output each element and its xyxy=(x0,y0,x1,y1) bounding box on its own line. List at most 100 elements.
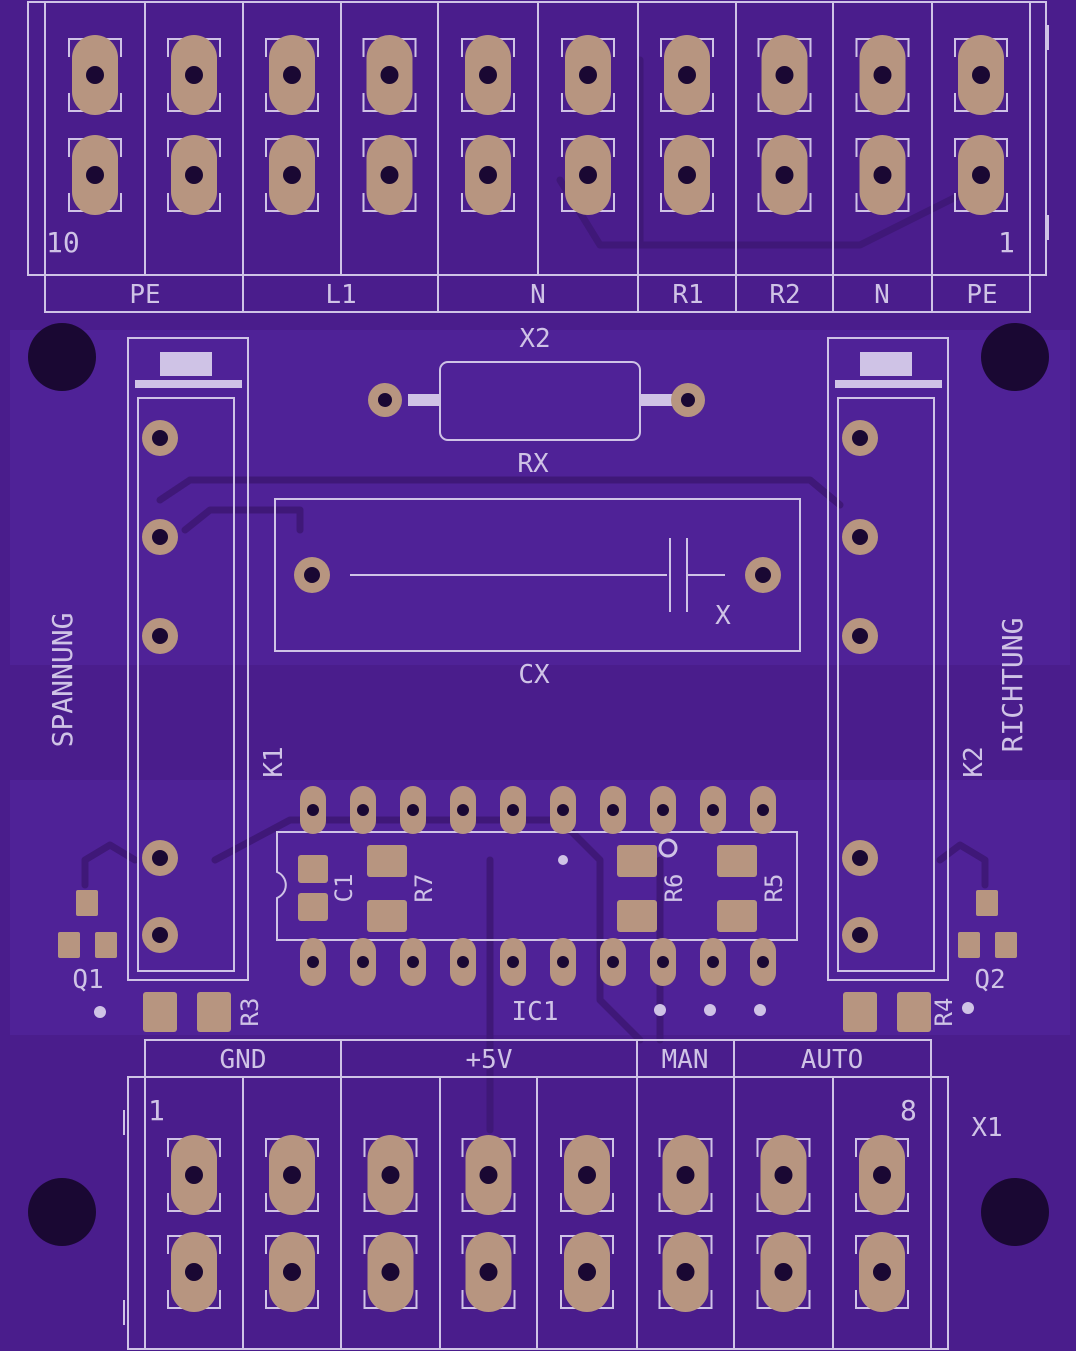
ic1-pin xyxy=(450,786,476,834)
r7-resistor: R7 xyxy=(367,845,438,932)
x2-pad-top xyxy=(461,35,515,115)
x1-pad-bottom xyxy=(855,1232,909,1312)
cx-mark: X xyxy=(715,601,731,631)
ic1-pin xyxy=(500,786,526,834)
rx-resistor: RX xyxy=(368,361,705,479)
x2-pad-top xyxy=(855,35,910,115)
ic1-pin xyxy=(700,938,726,986)
q1-label: Q1 xyxy=(72,965,103,995)
mounting-hole-bottom-left xyxy=(28,1178,96,1246)
x2-group-label-pe-right: PE xyxy=(966,280,997,310)
x1-pin-first: 1 xyxy=(148,1094,165,1127)
x2-dividers xyxy=(44,2,1031,275)
x1-pad-top xyxy=(265,1135,319,1215)
x1-pad-top xyxy=(167,1135,221,1215)
side-label-spannung: SPANNUNG xyxy=(46,613,79,748)
ic1-pin xyxy=(750,786,776,834)
x2-group-label-pe-left: PE xyxy=(129,280,160,310)
c1-capacitor: C1 xyxy=(298,855,358,921)
x2-group-label-n-right: N xyxy=(874,280,890,310)
q2-label: Q2 xyxy=(974,965,1005,995)
x1-pad-top xyxy=(658,1135,713,1215)
x1-group-label-man: MAN xyxy=(662,1045,709,1075)
vias xyxy=(654,1004,766,1016)
x1-pad-bottom xyxy=(363,1232,418,1312)
x2-pad-top xyxy=(660,35,714,115)
ic1-pin xyxy=(750,938,776,986)
r3-resistor: R3 xyxy=(143,992,264,1032)
x2-pad-top xyxy=(362,35,417,115)
x2-pad-bottom xyxy=(561,135,615,215)
r7-label: R7 xyxy=(410,874,438,903)
q2-transistor: Q2 xyxy=(958,890,1017,1014)
c1-label: C1 xyxy=(330,874,358,903)
rx-label: RX xyxy=(517,449,549,479)
r6-resistor: R6 xyxy=(617,838,688,932)
x1-pad-top xyxy=(756,1135,811,1215)
ic1-pin xyxy=(350,938,376,986)
k2-relay: K2 xyxy=(827,337,989,981)
x1-pad-bottom xyxy=(756,1232,811,1312)
q1-transistor: Q1 xyxy=(58,890,117,1018)
ic1-pin xyxy=(300,786,326,834)
k1-relay: K1 xyxy=(127,337,289,981)
x1-group-label-5v: +5V xyxy=(466,1045,513,1075)
x2-terminal-block: PE L1 N R1 R2 N PE 10 1 X2 xyxy=(27,1,1049,354)
ic1-pin xyxy=(550,786,576,834)
mounting-hole-top-right xyxy=(981,323,1049,391)
x1-pad-top xyxy=(560,1135,614,1215)
x2-group-label-r1: R1 xyxy=(672,280,703,310)
cx-label: CX xyxy=(518,660,550,690)
r5-label: R5 xyxy=(760,874,788,903)
x2-pads xyxy=(68,35,1008,215)
x1-pad-top xyxy=(855,1135,909,1215)
x2-pad-bottom xyxy=(167,135,221,215)
x1-pad-bottom xyxy=(658,1232,713,1312)
k2-outline xyxy=(827,337,949,981)
ic1-pin xyxy=(300,938,326,986)
x1-dividers xyxy=(144,1077,932,1349)
x2-label-strip xyxy=(44,274,1031,313)
ic1-pin xyxy=(400,786,426,834)
r4-label: R4 xyxy=(930,998,958,1027)
x2-group-label-l1: L1 xyxy=(325,280,356,310)
x2-pad-top xyxy=(167,35,221,115)
ic1-pins xyxy=(300,786,776,986)
x1-pad-bottom xyxy=(265,1232,319,1312)
ic1-pin xyxy=(600,938,626,986)
x2-pad-bottom xyxy=(855,135,910,215)
ic1-pin xyxy=(600,786,626,834)
x2-pin-last: 1 xyxy=(998,226,1015,259)
x2-pad-top xyxy=(561,35,615,115)
x1-group-label-gnd: GND xyxy=(220,1045,267,1075)
x2-pad-bottom xyxy=(265,135,319,215)
x1-terminal-block: GND +5V MAN AUTO 1 8 X1 xyxy=(123,1039,1003,1350)
x1-pad-top xyxy=(461,1135,516,1215)
x2-pad-bottom xyxy=(660,135,714,215)
x2-pad-top xyxy=(265,35,319,115)
ic1-pin xyxy=(350,786,376,834)
ic1-outline xyxy=(276,831,798,941)
k2-inner xyxy=(837,397,935,972)
x2-pad-top xyxy=(757,35,812,115)
mounting-hole-top-left xyxy=(28,323,96,391)
mounting-hole-bottom-right xyxy=(981,1178,1049,1246)
k1-outline xyxy=(127,337,249,981)
ic1-package: IC1 xyxy=(276,786,798,1027)
ic1-pin xyxy=(500,938,526,986)
ic1-pin xyxy=(650,786,676,834)
r6-label: R6 xyxy=(660,874,688,903)
x2-pad-bottom xyxy=(461,135,515,215)
ic1-pin xyxy=(400,938,426,986)
x1-designator: X1 xyxy=(971,1113,1002,1143)
r5-resistor: R5 xyxy=(717,845,788,932)
x1-pin-last: 8 xyxy=(900,1094,917,1127)
ic1-pin xyxy=(450,938,476,986)
x2-pad-top xyxy=(954,35,1008,115)
x2-pad-bottom xyxy=(757,135,812,215)
x1-group-label-auto: AUTO xyxy=(801,1045,864,1075)
x2-pad-bottom xyxy=(362,135,417,215)
x1-pad-bottom xyxy=(560,1232,614,1312)
ic1-pin xyxy=(650,938,676,986)
